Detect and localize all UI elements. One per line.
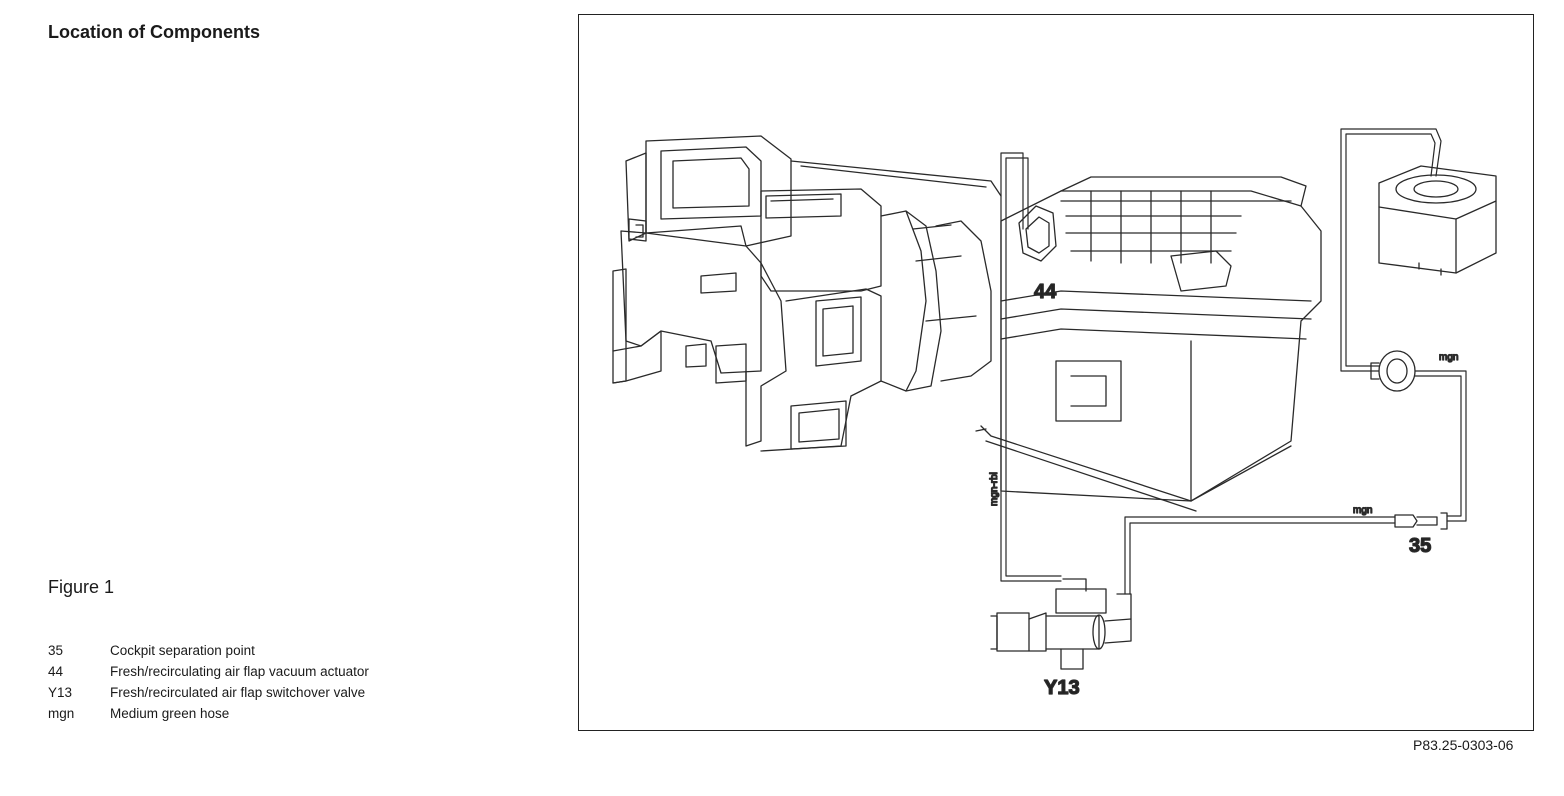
switchover-valve-drawing — [990, 578, 1132, 670]
flap-vacuum-actuator-drawing — [1018, 205, 1057, 262]
legend-text: Cockpit separation point — [110, 643, 255, 658]
hose-label-vertical: mgn-rbl — [989, 472, 1000, 506]
component-diagram: 44 35 Y13 mgn-rbl mgn mgn — [612, 128, 1497, 700]
figure-code: P83.25-0303-06 — [1413, 737, 1514, 753]
diagram-frame: 44 35 Y13 mgn-rbl mgn mgn — [578, 14, 1534, 731]
callout-44: 44 — [1034, 281, 1057, 303]
legend-item: 35 Cockpit separation point — [48, 640, 369, 661]
legend-item: Y13 Fresh/recirculated air flap switchov… — [48, 682, 369, 703]
legend-code: mgn — [48, 706, 75, 721]
figure-label: Figure 1 — [48, 577, 115, 597]
legend-text: Fresh/recirculating air flap vacuum actu… — [110, 664, 369, 679]
inline-connector-drawing — [1394, 512, 1448, 530]
legend-code: Y13 — [48, 685, 73, 700]
legend: 35 Cockpit separation point 44 Fresh/rec… — [48, 640, 369, 724]
legend-text: Fresh/recirculated air flap switchover v… — [110, 685, 366, 700]
vacuum-reservoir-drawing — [1378, 165, 1497, 276]
legend-code: 44 — [48, 664, 64, 679]
callout-35: 35 — [1409, 535, 1431, 557]
legend-code: 35 — [48, 643, 64, 658]
page-title: Location of Components — [48, 22, 260, 42]
hose-label-lower: mgn — [1353, 505, 1372, 516]
hose-label-upper: mgn — [1439, 352, 1458, 363]
vacuum-hoses — [1000, 128, 1467, 595]
legend-item: mgn Medium green hose — [48, 703, 369, 724]
legend-text: Medium green hose — [110, 706, 230, 721]
callout-y13: Y13 — [1044, 677, 1080, 699]
heater-housing-drawing — [612, 135, 1322, 512]
legend-item: 44 Fresh/recirculating air flap vacuum a… — [48, 661, 369, 682]
